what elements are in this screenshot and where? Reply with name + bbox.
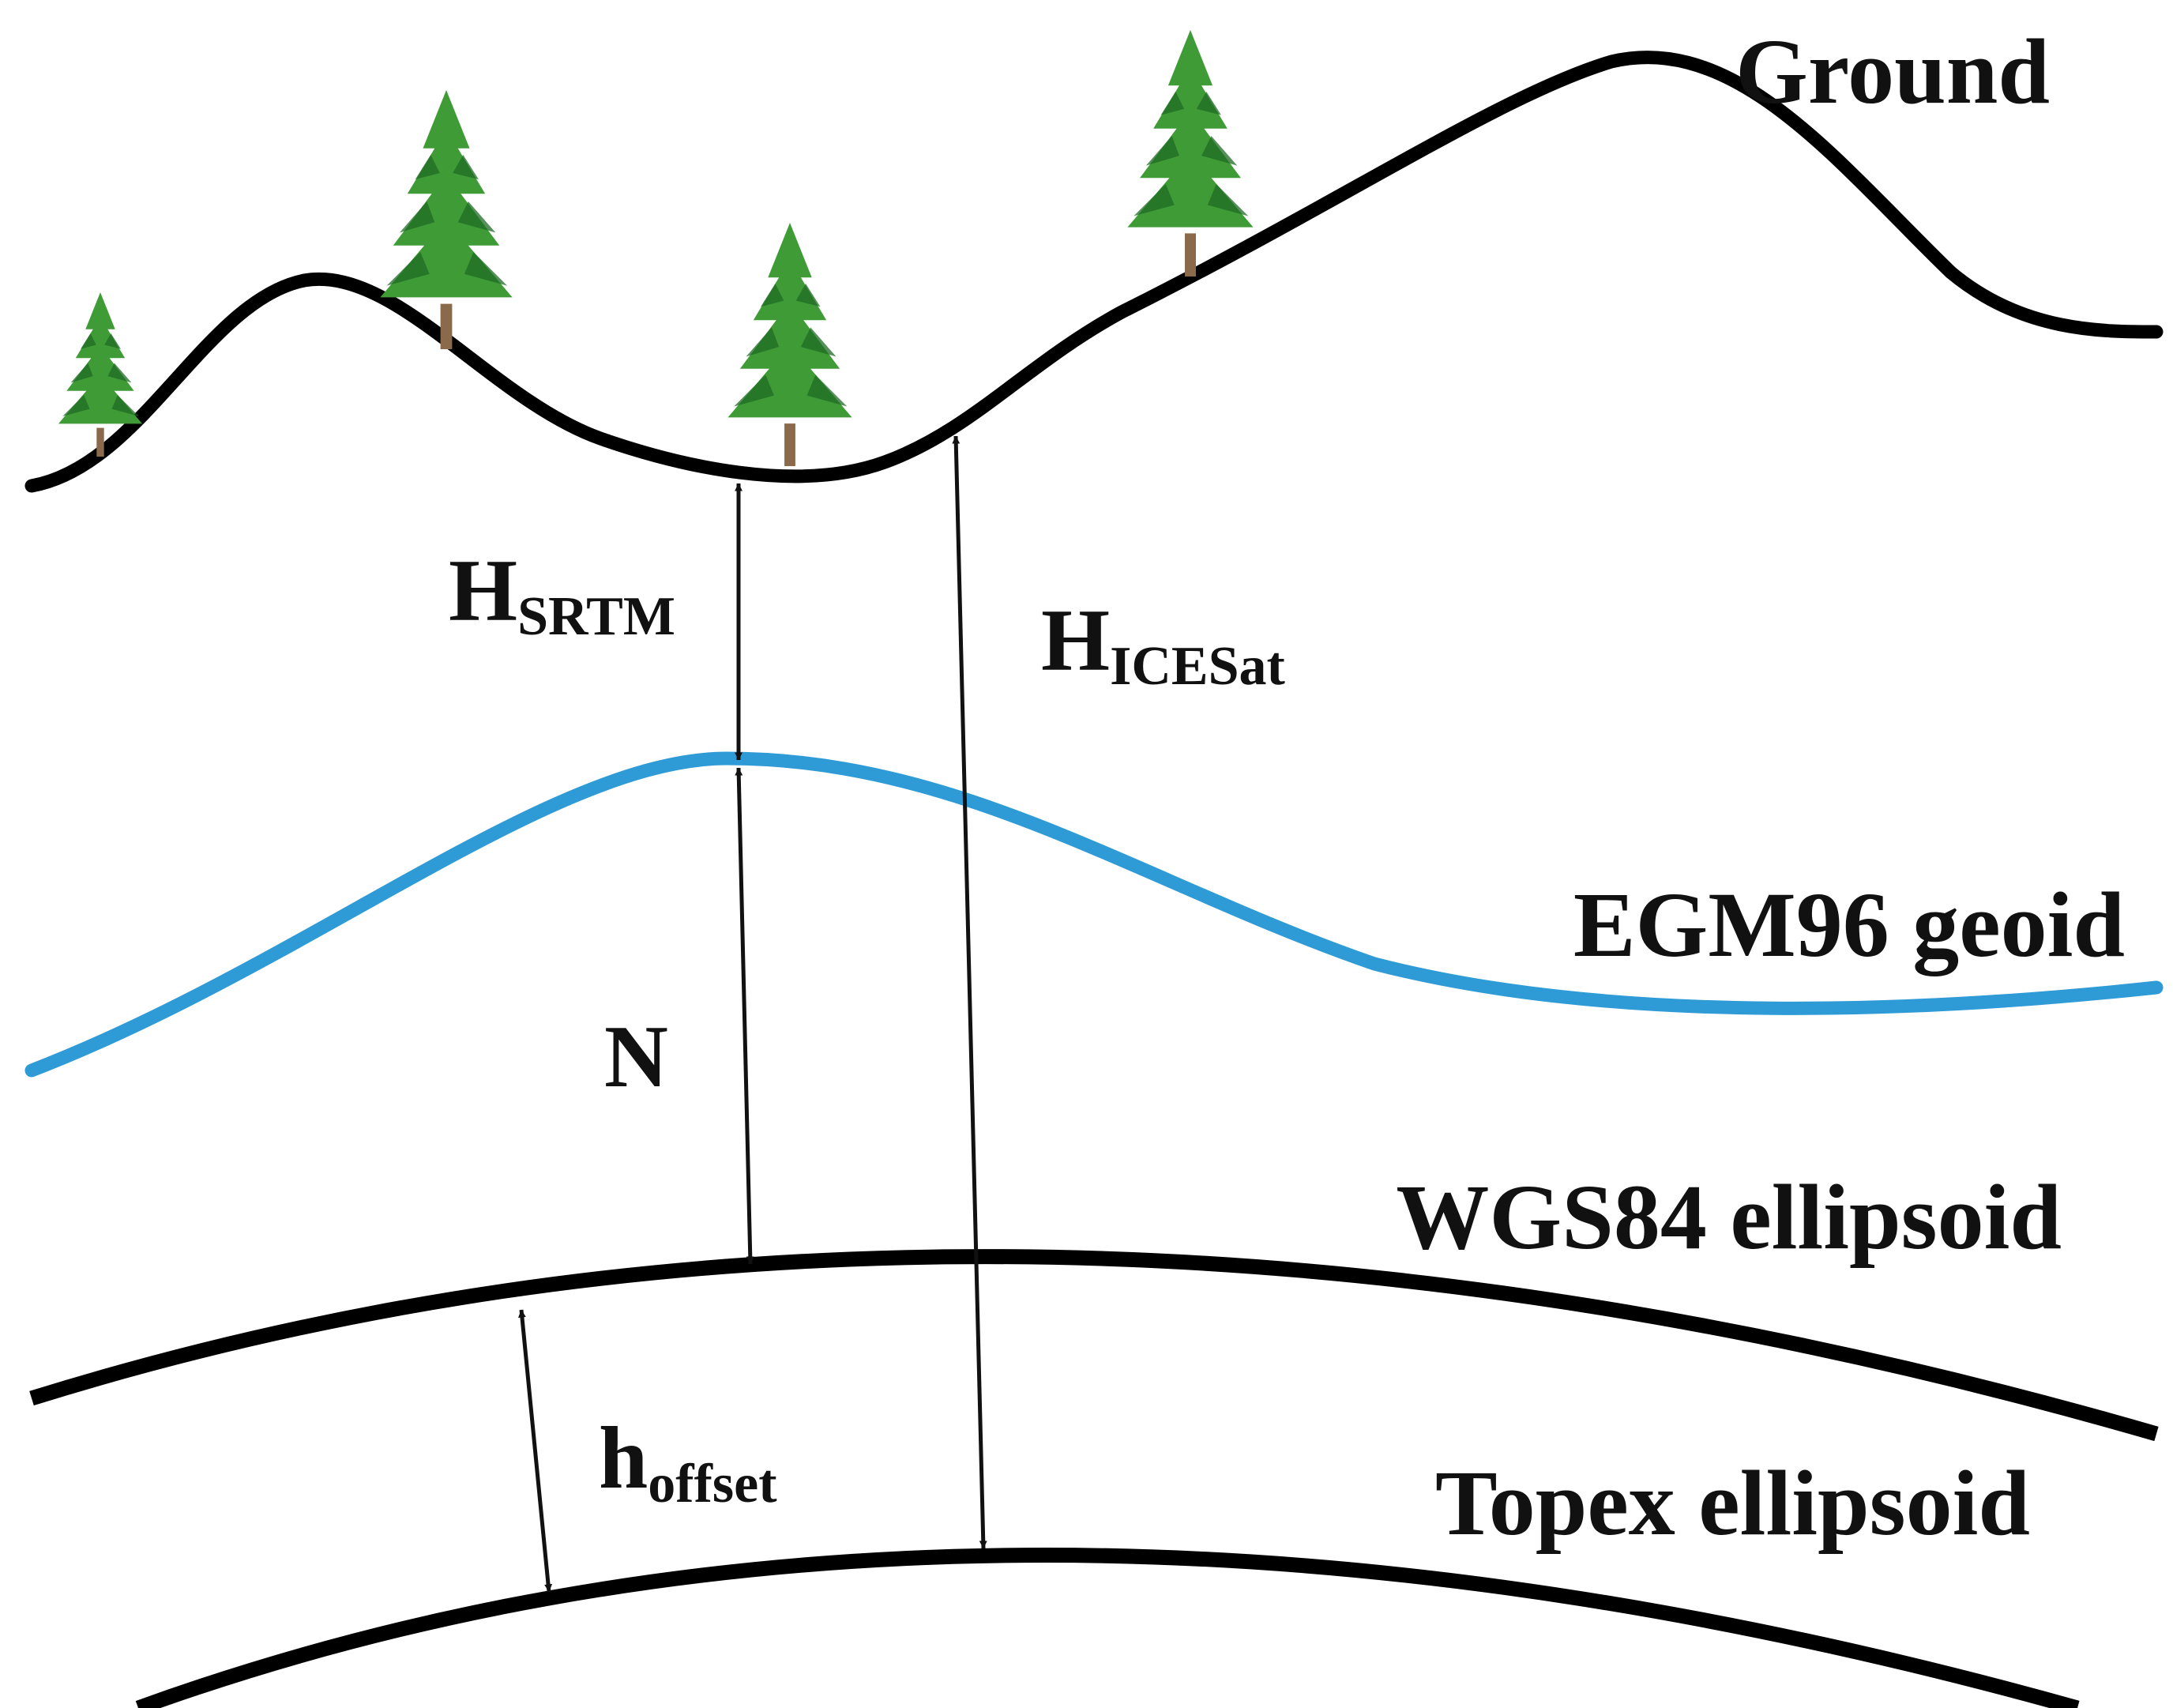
- h-srtm-label: HSRTM: [449, 542, 675, 647]
- topex-ellipsoid-line: [135, 1548, 2080, 1708]
- pine-tree-icon: [1127, 30, 1254, 277]
- wgs84-ellipsoid-line: [29, 1249, 2159, 1442]
- egm96-geoid-line: [24, 751, 2164, 1078]
- n-label: N: [604, 1008, 668, 1106]
- pine-tree-icon: [727, 223, 852, 466]
- h-icesat-label: HICESat: [1041, 592, 1285, 697]
- wgs84-ellipsoid-label: WGS84 ellipsoid: [1396, 1165, 2062, 1269]
- n-arrow: [735, 767, 754, 1265]
- egm96-geoid-label: EGM96 geoid: [1573, 873, 2125, 976]
- topex-ellipsoid-label: Topex ellipsoid: [1435, 1451, 2030, 1555]
- ground-surface-line: [24, 51, 2164, 493]
- h-offset-label: hoffset: [599, 1409, 777, 1514]
- h-offset-main: h: [599, 1409, 648, 1507]
- h-srtm-main: H: [449, 542, 517, 640]
- h-offset-arrow: [517, 1309, 553, 1593]
- h-srtm-subscript: SRTM: [517, 586, 675, 647]
- h-icesat-main: H: [1041, 592, 1110, 690]
- ground-label: Ground: [1735, 20, 2050, 123]
- h-icesat-subscript: ICESat: [1110, 636, 1285, 697]
- h-offset-subscript: offset: [648, 1454, 776, 1514]
- h-icesat-arrow: [952, 435, 987, 1549]
